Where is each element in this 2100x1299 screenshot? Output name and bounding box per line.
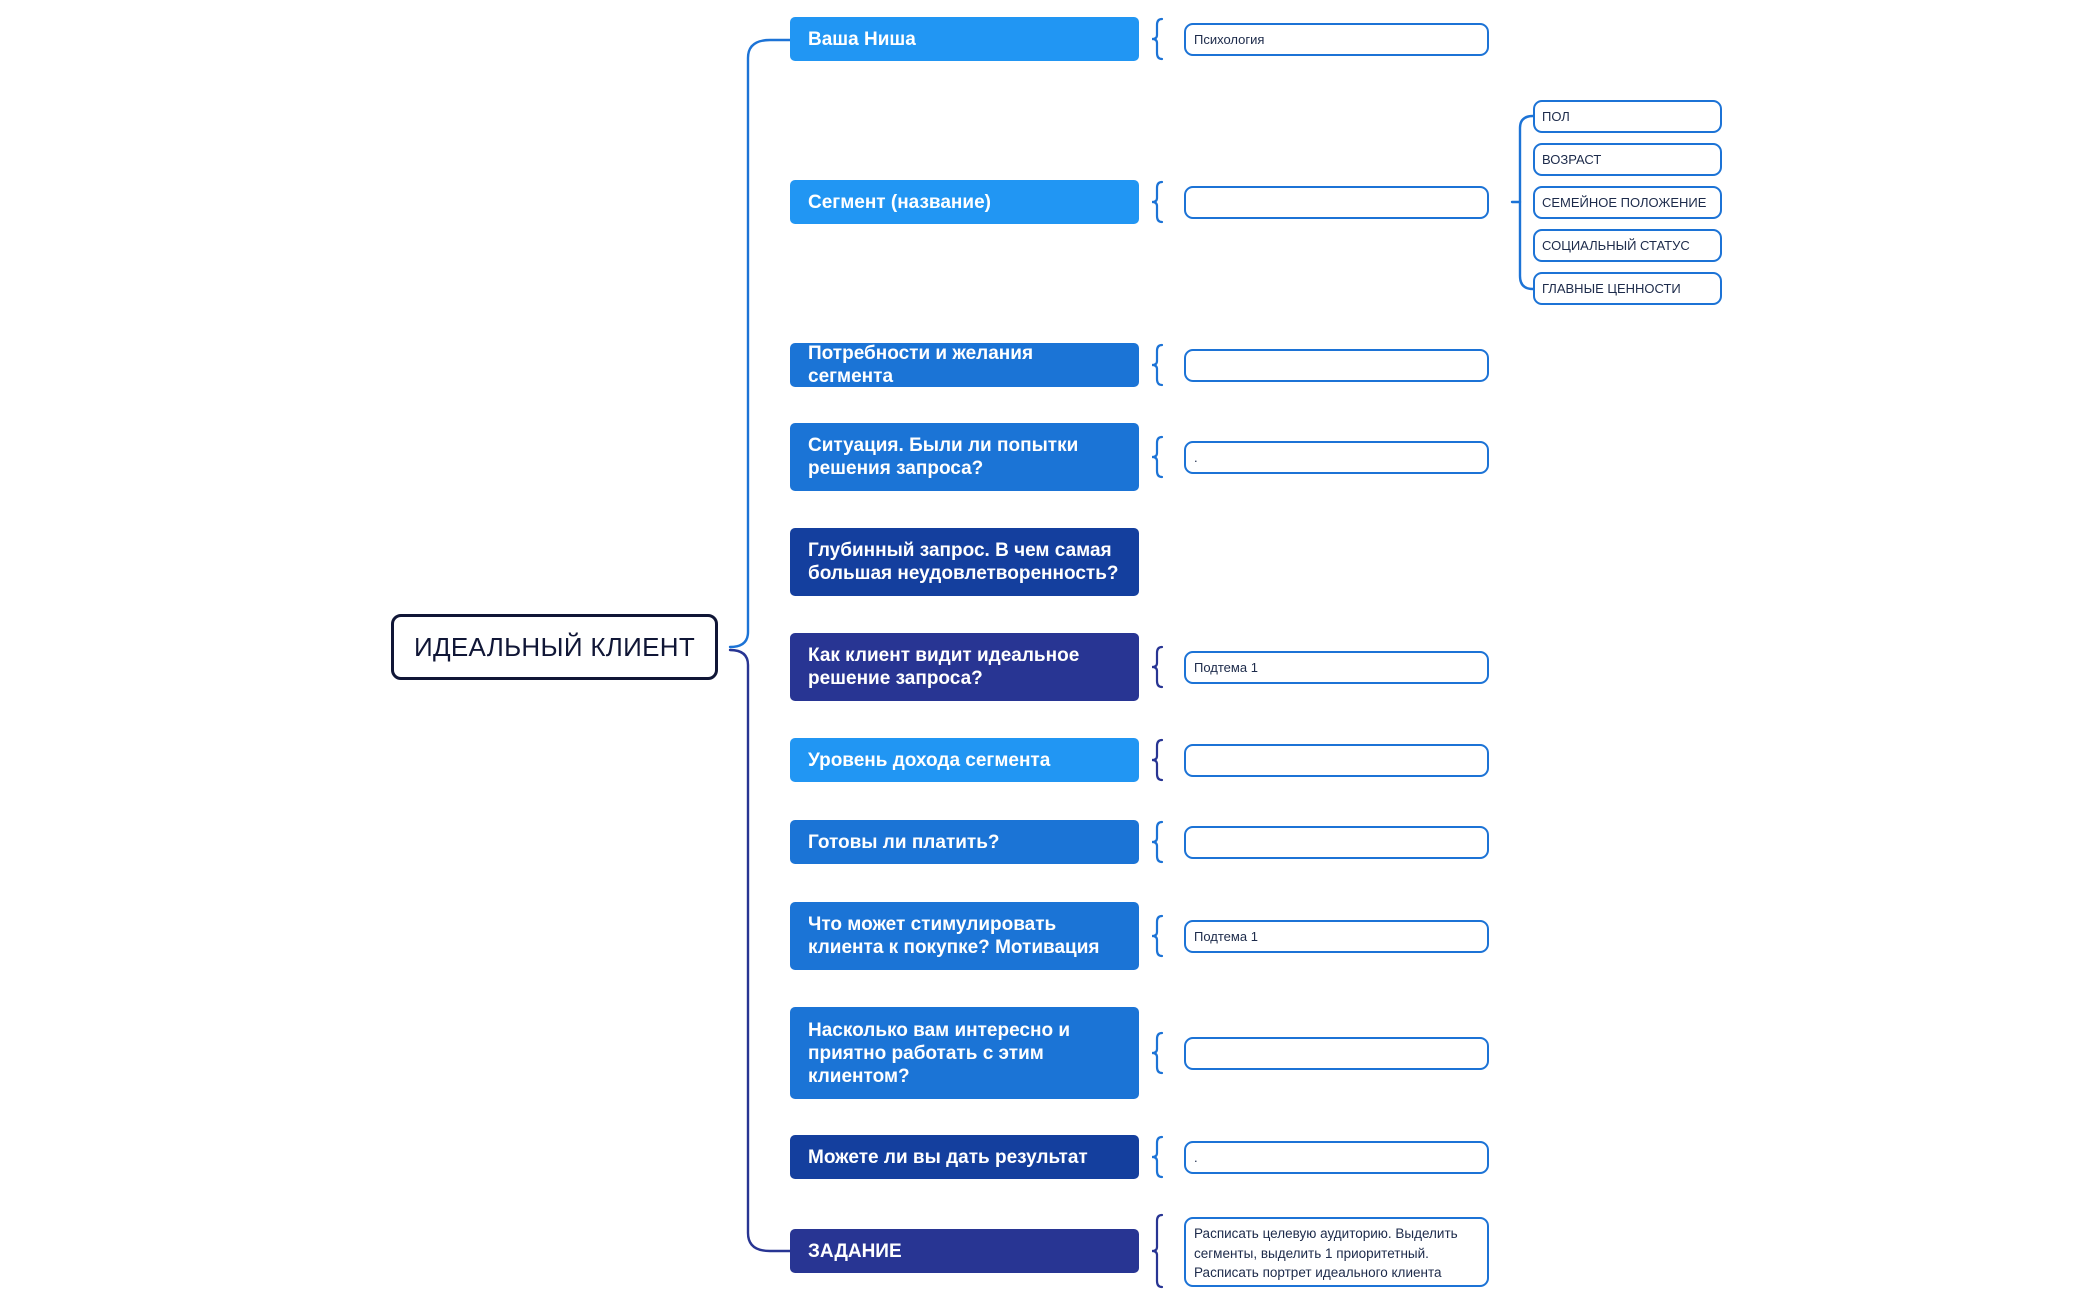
field-segment[interactable] [1184, 186, 1489, 219]
attr-label: СЕМЕЙНОЕ ПОЛОЖЕНИЕ [1542, 195, 1707, 210]
root-node[interactable]: ИДЕАЛЬНЫЙ КЛИЕНТ [391, 614, 718, 680]
topic-can-deliver-result[interactable]: Можете ли вы дать результат [790, 1135, 1139, 1179]
topic-motivation[interactable]: Что может стимулировать клиента к покупк… [790, 902, 1139, 970]
brace-connector [1151, 738, 1164, 782]
field-value: . [1194, 1150, 1198, 1165]
field-ideal-solution[interactable]: Подтема 1 [1184, 651, 1489, 684]
brace-connector [1151, 820, 1164, 864]
field-value: . [1194, 450, 1198, 465]
attr-label: ГЛАВНЫЕ ЦЕННОСТИ [1542, 281, 1681, 296]
attr-label: ВОЗРАСТ [1542, 152, 1602, 167]
attr-core-values[interactable]: ГЛАВНЫЕ ЦЕННОСТИ [1533, 272, 1722, 305]
topic-ideal-solution[interactable]: Как клиент видит идеальное решение запро… [790, 633, 1139, 701]
attributes-bracket [1518, 114, 1535, 291]
topic-label: Сегмент (название) [808, 191, 991, 213]
field-can-deliver-result[interactable]: . [1184, 1141, 1489, 1174]
topic-label: Как клиент видит идеальное решение запро… [808, 645, 1080, 689]
field-value: Подтема 1 [1194, 929, 1258, 944]
field-work-interest[interactable] [1184, 1037, 1489, 1070]
attr-age[interactable]: ВОЗРАСТ [1533, 143, 1722, 176]
field-value: Подтема 1 [1194, 660, 1258, 675]
topic-label: Готовы ли платить? [808, 831, 1000, 853]
topic-label: Можете ли вы дать результат [808, 1146, 1088, 1168]
trunk-lower-line [728, 648, 792, 1253]
brace-connector [1151, 180, 1164, 224]
attr-gender[interactable]: ПОЛ [1533, 100, 1722, 133]
field-ready-to-pay[interactable] [1184, 826, 1489, 859]
field-motivation[interactable]: Подтема 1 [1184, 920, 1489, 953]
topic-needs[interactable]: Потребности и желания сегмента [790, 343, 1139, 387]
field-niche[interactable]: Психология [1184, 23, 1489, 56]
topic-income-level[interactable]: Уровень дохода сегмента [790, 738, 1139, 782]
field-situation[interactable]: . [1184, 441, 1489, 474]
field-needs[interactable] [1184, 349, 1489, 382]
brace-connector [1151, 343, 1164, 387]
topic-label: ЗАДАНИЕ [808, 1240, 902, 1262]
attr-marital-status[interactable]: СЕМЕЙНОЕ ПОЛОЖЕНИЕ [1533, 186, 1722, 219]
topic-assignment[interactable]: ЗАДАНИЕ [790, 1229, 1139, 1273]
topic-label: Ситуация. Были ли попытки решения запрос… [808, 435, 1079, 479]
topic-label: Насколько вам интересно и приятно работа… [808, 1019, 1071, 1087]
attr-label: СОЦИАЛЬНЫЙ СТАТУС [1542, 238, 1690, 253]
trunk-upper-line [728, 38, 792, 649]
topic-ready-to-pay[interactable]: Готовы ли платить? [790, 820, 1139, 864]
brace-connector [1151, 914, 1164, 958]
topic-situation[interactable]: Ситуация. Были ли попытки решения запрос… [790, 423, 1139, 491]
topic-work-interest[interactable]: Насколько вам интересно и приятно работа… [790, 1007, 1139, 1099]
topic-label: Потребности и желания сегмента [808, 343, 1034, 387]
topic-label: Ваша Ниша [808, 28, 916, 50]
field-value: Расписать целевую аудиторию. Выделить се… [1194, 1226, 1458, 1280]
brace-connector [1151, 1135, 1164, 1179]
field-income-level[interactable] [1184, 744, 1489, 777]
brace-connector [1151, 1031, 1164, 1075]
brace-connector [1151, 1213, 1164, 1289]
topic-label: Что может стимулировать клиента к покупк… [808, 914, 1100, 958]
field-assignment[interactable]: Расписать целевую аудиторию. Выделить се… [1184, 1217, 1489, 1287]
topic-segment[interactable]: Сегмент (название) [790, 180, 1139, 224]
attr-label: ПОЛ [1542, 109, 1570, 124]
root-label: ИДЕАЛЬНЫЙ КЛИЕНТ [413, 631, 696, 662]
topic-niche[interactable]: Ваша Ниша [790, 17, 1139, 61]
brace-connector [1151, 645, 1164, 689]
topic-label: Глубинный запрос. В чем самая большая не… [808, 540, 1119, 584]
attr-social-status[interactable]: СОЦИАЛЬНЫЙ СТАТУС [1533, 229, 1722, 262]
brace-connector [1151, 435, 1164, 479]
field-value: Психология [1194, 32, 1265, 47]
topic-deep-request[interactable]: Глубинный запрос. В чем самая большая не… [790, 528, 1139, 596]
topic-label: Уровень дохода сегмента [808, 749, 1051, 771]
brace-connector [1151, 17, 1164, 61]
